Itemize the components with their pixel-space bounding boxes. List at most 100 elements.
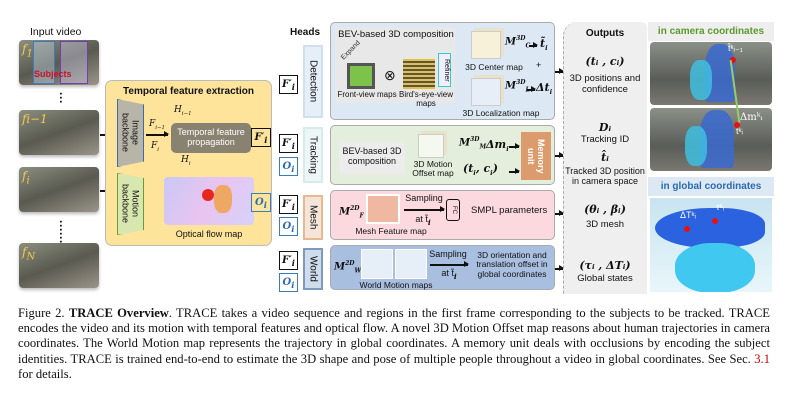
f-symbol: Fi bbox=[151, 141, 159, 153]
video-frame-fN: fN bbox=[19, 243, 99, 288]
world-motion-map-1 bbox=[361, 249, 393, 279]
motion-offset-label: 3D Motion Offset map bbox=[412, 159, 454, 179]
mm-symbol: M3DM bbox=[459, 136, 487, 151]
mesh-feature-label: Mesh Feature map bbox=[355, 226, 427, 236]
tracking-o-input: Oi bbox=[279, 157, 298, 176]
video-frame-fi: fi bbox=[19, 167, 99, 212]
bev-composition-label: BEV-based 3D composition bbox=[339, 142, 405, 174]
mesh-feature-map bbox=[366, 194, 400, 224]
figure-caption: Figure 2. TRACE Overview. TRACE takes a … bbox=[18, 306, 770, 381]
frame-label: fi−1 bbox=[22, 112, 48, 126]
head-world: World bbox=[303, 248, 323, 290]
outer-product-icon: ⊗ bbox=[384, 67, 396, 83]
frame-label: fN bbox=[22, 245, 36, 263]
output-label: Global states bbox=[577, 273, 633, 284]
head-detection: Detection bbox=[303, 45, 323, 118]
refiner: Refiner bbox=[438, 53, 451, 87]
smpl-parameters: SMPL parameters bbox=[471, 205, 548, 216]
optical-flow-label: Optical flow map bbox=[175, 229, 243, 239]
camera-frame-1: t̂ᵏᵢ₋₁ bbox=[650, 42, 772, 105]
output-label: Tracking ID bbox=[580, 134, 630, 145]
birds-eye-label: Bird's-eye-view maps bbox=[399, 90, 453, 108]
3d-motion-offset-map-cube bbox=[418, 134, 444, 158]
mesh-panel: M2DF Mesh Feature map Sampling at t̃i FC… bbox=[330, 190, 555, 240]
temporal-feature-propagation: Temporal feature propagation bbox=[171, 123, 251, 153]
front-view-maps bbox=[347, 63, 375, 89]
plus-sign: + bbox=[536, 60, 542, 70]
mesh-o-input: Oi bbox=[279, 217, 298, 236]
outputs-column bbox=[563, 22, 647, 294]
ml-symbol: M3DL bbox=[505, 79, 530, 93]
t-tilde-symbol: t̃i bbox=[540, 37, 548, 53]
tracking-panel: BEV-based 3D composition 3D Motion Offse… bbox=[330, 125, 555, 185]
birds-eye-view-maps bbox=[403, 59, 435, 89]
delta-m-symbol: Δmi bbox=[486, 138, 509, 154]
output-math: (θᵢ , βᵢ) bbox=[584, 203, 626, 216]
panel-title: Temporal feature extraction bbox=[123, 86, 254, 97]
camera-frame-2: Δmᵏᵢ t̂ᵏᵢ bbox=[650, 108, 772, 171]
point-label: τᵏᵢ bbox=[716, 202, 725, 212]
motion-backbone: Motion backbone bbox=[117, 173, 144, 235]
head-tracking: Tracking bbox=[303, 127, 323, 183]
output-math: t̂ᵢ bbox=[601, 151, 609, 164]
mf-symbol: M2DF bbox=[339, 205, 364, 220]
camera-coordinates-label: in camera coordinates bbox=[648, 22, 774, 41]
world-o-input: Oi bbox=[279, 273, 298, 292]
frame-label: f1 bbox=[22, 42, 33, 60]
3d-localization-map-cube bbox=[471, 78, 501, 106]
sampling-at-label: at t̃i bbox=[441, 268, 457, 281]
global-coordinates-label: in global coordinates bbox=[648, 177, 774, 196]
input-video-title: Input video bbox=[30, 26, 82, 38]
frame-label: fi bbox=[22, 169, 30, 187]
world-f-input: F′i bbox=[279, 251, 298, 270]
tc-symbol: (ti, ci) bbox=[463, 162, 498, 178]
optical-flow-map-image bbox=[164, 177, 254, 225]
output-label: 3D mesh bbox=[585, 219, 624, 230]
center-map-label: 3D Center map bbox=[465, 62, 523, 72]
front-view-label: Front-view maps bbox=[337, 90, 397, 99]
detection-panel: BEV-based 3D composition Expand ⊗ Refine… bbox=[330, 22, 555, 120]
caption-bold-title: TRACE Overview bbox=[68, 306, 169, 320]
output-label: 3D positions and confidence bbox=[569, 73, 641, 95]
world-maps-label: World Motion maps bbox=[359, 280, 433, 290]
temporal-feature-extraction-panel: Temporal feature extraction Image backbo… bbox=[105, 80, 272, 246]
o-output: Oi bbox=[251, 193, 271, 212]
output-math: Dᵢ bbox=[598, 121, 612, 134]
video-frame-f1: f1 Subjects bbox=[19, 40, 99, 85]
localization-map-label: 3D Localization map bbox=[462, 108, 540, 118]
ellipsis: ······ bbox=[54, 220, 68, 244]
fc-layer: FC bbox=[446, 199, 460, 221]
point-label: t̂ᵏᵢ bbox=[736, 126, 743, 136]
mesh-f-input: F′i bbox=[279, 195, 298, 214]
point-label: ΔTᵏᵢ bbox=[680, 210, 696, 220]
point-label: t̂ᵏᵢ₋₁ bbox=[728, 43, 743, 53]
world-output-description: 3D orientation and translation offset in… bbox=[476, 250, 548, 279]
3d-center-map-cube bbox=[471, 31, 501, 59]
sampling-at-label: at t̃i bbox=[415, 214, 431, 227]
heads-title: Heads bbox=[290, 27, 321, 38]
delta-t-symbol: Δti bbox=[536, 81, 553, 97]
point-label: Δmᵏᵢ bbox=[740, 112, 763, 123]
section-reference-link[interactable]: 3.1 bbox=[754, 351, 770, 366]
output-math: (tᵢ , cᵢ) bbox=[585, 55, 625, 68]
output-label: Tracked 3D position in camera space bbox=[565, 166, 645, 187]
f-prev-symbol: Fi−1 bbox=[149, 119, 165, 131]
world-motion-map-2 bbox=[395, 249, 427, 279]
sampling-label: Sampling bbox=[429, 249, 467, 259]
image-backbone: Image backbone bbox=[117, 99, 144, 167]
mc-symbol: M3DC bbox=[505, 35, 531, 50]
subject-box-blue bbox=[33, 41, 55, 84]
world-panel: M2DW World Motion maps Sampling at t̃i 3… bbox=[330, 245, 555, 290]
mw-symbol: M2DW bbox=[334, 260, 362, 275]
outputs-title: Outputs bbox=[585, 28, 625, 39]
bev-composition-label: BEV-based 3D composition bbox=[338, 29, 454, 40]
subjects-label: Subjects bbox=[34, 69, 72, 79]
h-symbol: Hi bbox=[181, 155, 191, 167]
head-mesh: Mesh bbox=[303, 195, 323, 240]
subject-box-purple bbox=[60, 41, 88, 84]
sampling-label: Sampling bbox=[405, 193, 443, 203]
tracking-f-input: F′i bbox=[279, 134, 298, 153]
f-prime-output: F′i bbox=[251, 128, 271, 147]
h-prev-symbol: Hi−1 bbox=[174, 105, 192, 117]
global-coordinates-render: ΔTᵏᵢ τᵏᵢ bbox=[650, 198, 772, 292]
